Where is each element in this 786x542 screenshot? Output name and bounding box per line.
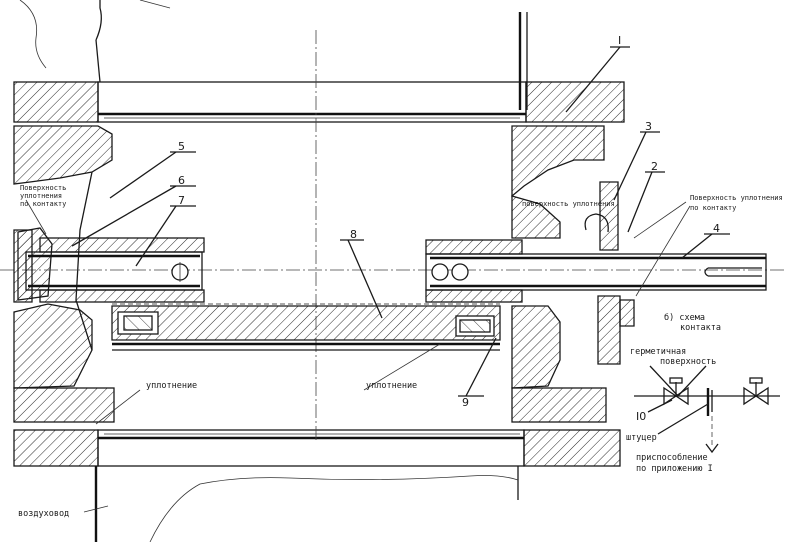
note-left-2: уплотнения <box>20 192 62 200</box>
upper-flange <box>13 81 625 123</box>
note-left-3: по контакту <box>20 200 66 208</box>
right-casing <box>511 125 635 423</box>
label-9: 9 <box>462 396 469 409</box>
label-4: 4 <box>713 222 720 235</box>
fitting-label: штуцер <box>626 433 657 443</box>
labels: I 3 2 4 5 6 7 8 9 I0 уплотнение уплотнен… <box>18 34 786 519</box>
lower-flange <box>13 429 621 467</box>
device-label-2: по приложению I <box>636 464 713 474</box>
label-2: 2 <box>651 160 658 173</box>
label-8: 8 <box>350 228 357 241</box>
seal-ring <box>111 303 501 351</box>
seal-right-label: уплотнение <box>366 381 417 391</box>
label-5: 5 <box>178 140 185 153</box>
scheme-b-title-1: б) схема <box>664 312 705 323</box>
scheme-b-title-2: контакта <box>680 323 721 333</box>
hermetic-label-2: поверхность <box>660 357 716 367</box>
left-probe <box>13 229 205 303</box>
label-6: 6 <box>178 174 185 187</box>
contact-scheme <box>634 365 780 454</box>
left-casing <box>13 125 115 423</box>
hermetic-label-1: герметичная <box>630 347 686 357</box>
seal-left-label: уплотнение <box>146 381 197 391</box>
device-label-1: приспособление <box>636 452 708 463</box>
air-duct-label: воздуховод <box>18 509 69 519</box>
note-left-1: Поверхность <box>20 184 66 192</box>
lower-duct <box>94 466 519 542</box>
label-10: I0 <box>636 410 646 423</box>
note-mid: поверхность уплотнения <box>522 200 615 208</box>
label-1: I <box>618 34 621 47</box>
leader-lines <box>25 46 730 513</box>
label-3: 3 <box>645 120 652 133</box>
right-probe <box>425 239 767 303</box>
note-right-1: Поверхность уплотнения 2 <box>690 194 786 202</box>
note-right-2: по контакту <box>690 204 736 212</box>
label-7: 7 <box>178 194 185 207</box>
